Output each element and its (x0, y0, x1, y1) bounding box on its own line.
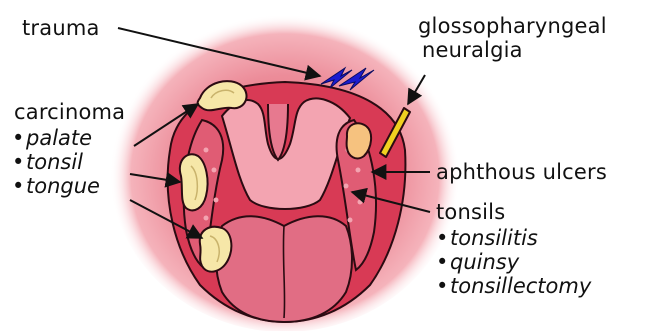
carcinoma-site-label: palate (26, 126, 92, 150)
carcinoma-sites-list: •palate •tonsil •tongue (12, 126, 100, 198)
bullet: • (436, 274, 450, 298)
bullet: • (436, 250, 450, 274)
carcinoma-site-label: tongue (26, 174, 100, 198)
tonsil-condition: •quinsy (436, 250, 591, 274)
tonsil-conditions-list: •tonsilitis •quinsy •tonsillectomy (436, 226, 591, 298)
label-glossopharyngeal-line1: glossopharyngeal (418, 14, 607, 38)
carcinoma-site-label: tonsil (26, 150, 83, 174)
carcinoma-site: •tongue (12, 174, 100, 198)
label-glossopharyngeal-line2: neuralgia (422, 38, 523, 62)
tonsil-condition: •tonsilitis (436, 226, 591, 250)
tonsil-condition: •tonsillectomy (436, 274, 591, 298)
bullet: • (12, 150, 26, 174)
bullet: • (12, 174, 26, 198)
tonsil-condition-label: tonsilitis (450, 226, 538, 250)
label-trauma: trauma (22, 16, 100, 40)
tonsil-condition-label: tonsillectomy (450, 274, 591, 298)
label-tonsils: tonsils (436, 200, 505, 224)
label-aphthous-ulcers: aphthous ulcers (436, 160, 607, 184)
label-carcinoma: carcinoma (14, 100, 125, 124)
aphthous-ulcer (347, 123, 372, 158)
carcinoma-site: •palate (12, 126, 100, 150)
carcinoma-site: •tonsil (12, 150, 100, 174)
tonsil-condition-label: quinsy (450, 250, 519, 274)
bullet: • (12, 126, 26, 150)
tonsil-lesion (180, 154, 208, 210)
bullet: • (436, 226, 450, 250)
